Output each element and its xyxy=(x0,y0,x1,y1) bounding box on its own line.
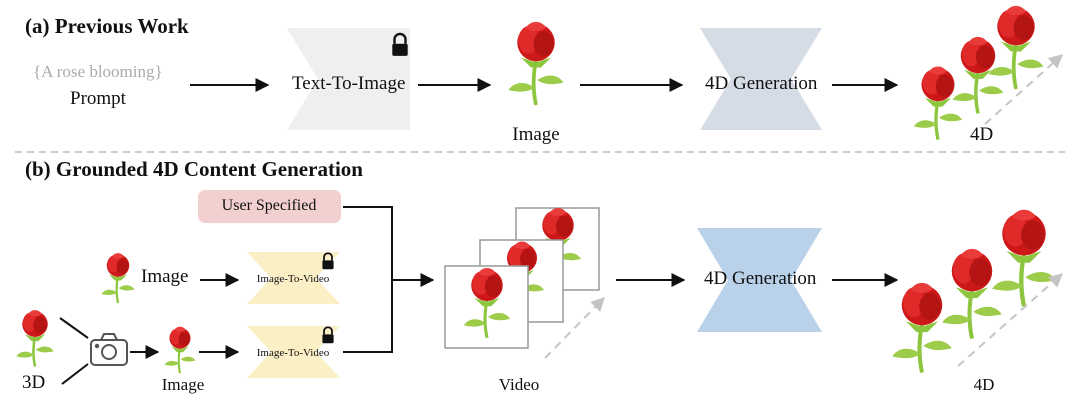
user-specified-box xyxy=(198,190,341,223)
image-label-lower: Image xyxy=(161,375,205,394)
rose-icon xyxy=(892,283,951,373)
merge-bracket xyxy=(343,206,393,353)
rose-icon xyxy=(942,249,1001,339)
gen-label-bottom: 4D Generation xyxy=(704,268,817,289)
time-axis-top xyxy=(984,54,1064,125)
rose-icon xyxy=(912,64,964,142)
output-label-bottom: 4D xyxy=(973,375,995,394)
time-axis-bottom xyxy=(957,273,1064,367)
section-b-title: (b) Grounded 4D Content Generation xyxy=(25,157,363,181)
image-label-upper: Image xyxy=(141,266,189,287)
user-specified-label: User Specified xyxy=(221,197,317,214)
time-axis-video xyxy=(544,297,605,359)
rose-icon xyxy=(992,210,1056,306)
rose-icon xyxy=(15,308,55,368)
gen-block-bottom xyxy=(697,228,822,332)
i2v-block-upper xyxy=(247,252,340,304)
output-label-top: 4D xyxy=(970,124,994,145)
prompt-label: Prompt xyxy=(70,88,126,109)
rose-icon xyxy=(100,252,136,305)
rose-icon xyxy=(163,325,197,375)
view-line-upper xyxy=(59,317,89,339)
image-label-top: Image xyxy=(512,124,560,145)
rose-icon xyxy=(506,20,566,107)
t2i-block xyxy=(287,28,410,130)
prompt-text: {A rose blooming} xyxy=(33,62,163,81)
threed-label: 3D xyxy=(22,372,46,393)
gen-label-top: 4D Generation xyxy=(705,73,818,94)
view-line-lower xyxy=(61,363,89,385)
camera-icon xyxy=(90,333,128,366)
gen-block-top xyxy=(700,28,822,130)
i2v-label-lower: Image-To-Video xyxy=(256,347,330,359)
t2i-label: Text-To-Image xyxy=(292,73,406,94)
section-a-title: (a) Previous Work xyxy=(25,14,189,38)
i2v-block-lower xyxy=(247,326,340,378)
video-label: Video xyxy=(498,375,540,394)
rose-icon xyxy=(986,4,1046,91)
i2v-label-upper: Image-To-Video xyxy=(256,273,330,285)
video-frames xyxy=(444,206,600,349)
